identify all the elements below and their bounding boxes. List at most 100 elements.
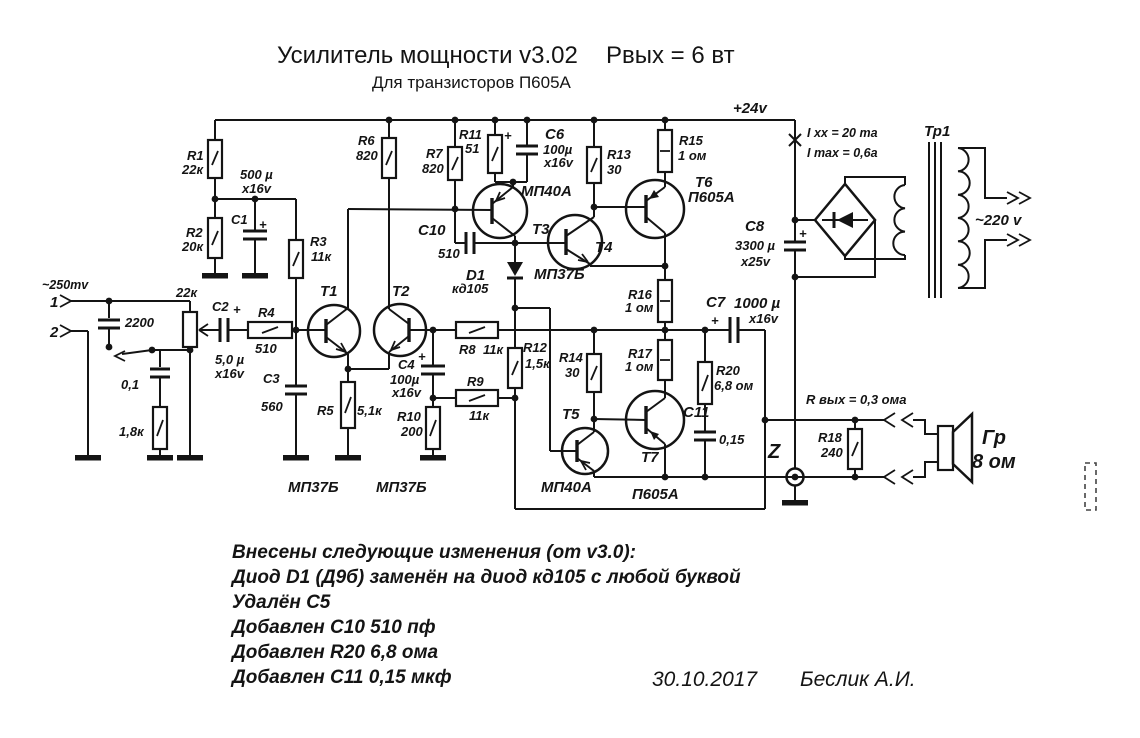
label-C2: C2 <box>212 299 229 314</box>
type-T3: МП40А <box>521 183 572 200</box>
return-connector-arrow-icon <box>882 469 896 485</box>
label-R6: R6 <box>358 133 375 148</box>
voltage-C7: x16v <box>748 311 779 326</box>
plus-C4: + <box>418 349 426 364</box>
T6-emitter-arrow-icon <box>649 190 659 199</box>
value-R14: 30 <box>565 365 580 380</box>
voltage-C6: x16v <box>543 155 574 170</box>
value-C3: 560 <box>261 399 283 414</box>
label-R1: R1 <box>187 148 204 163</box>
diode-D1: D1 кд105 <box>452 243 523 312</box>
transformer-label: Тр1 <box>924 123 950 140</box>
input-level-label: ~250mv <box>42 278 89 292</box>
transistor-T5: T5 МП40А <box>541 406 610 496</box>
note-line-6: Добавлен С11 0,15 мкф <box>230 667 452 688</box>
resistor-R5: R5 5,1к <box>317 369 383 461</box>
value-pot: 22к <box>175 285 198 300</box>
value-R11: 51 <box>465 141 479 156</box>
resistor-R2: R2 20к <box>181 216 228 279</box>
secondary-winding-icon <box>957 147 971 289</box>
label-R12: R12 <box>523 340 548 355</box>
plus-C7: + <box>711 313 719 328</box>
mains-arrow-top-icon <box>1006 191 1020 205</box>
label-T3: T3 <box>532 221 550 238</box>
value-D1: кд105 <box>452 281 489 296</box>
resistor-R4: R4 510 <box>246 305 326 356</box>
label-C7: C7 <box>706 294 726 311</box>
T4-emitter-arrow-icon <box>577 253 589 263</box>
note-line-2: Диод D1 (Д9б) заменён на диод кд105 с лю… <box>230 567 741 588</box>
input-section: ~250mv 1 2 2200 0,1 1,8к 22к <box>42 278 209 461</box>
resistor-R7: R7 820 <box>422 120 464 209</box>
mains-arrow-top2-icon <box>1018 191 1032 205</box>
T2-emitter-arrow-icon <box>390 340 401 351</box>
label-T1: T1 <box>320 283 338 300</box>
page-title: Усилитель мощности v3.02 <box>277 42 578 69</box>
max-current-label: I max = 0,6a <box>807 146 878 160</box>
label-R18: R18 <box>818 430 843 445</box>
label-D1: D1 <box>466 267 485 284</box>
label-Z: Z <box>767 441 781 463</box>
capacitor-C3: C3 560 <box>261 330 309 461</box>
voltage-C4: x16v <box>391 385 422 400</box>
dashed-margin-mark <box>1084 462 1097 511</box>
value-R6: 820 <box>356 148 378 163</box>
voltage-C1: x16v <box>241 181 272 196</box>
output-row <box>765 412 938 435</box>
note-line-3: Удалён С5 <box>232 592 331 613</box>
voltage-C8: x25v <box>740 254 771 269</box>
label-R13: R13 <box>607 147 632 162</box>
ground-point-Z: Z <box>767 441 808 506</box>
transistor-T3: T3 МП40А <box>471 182 572 247</box>
type-T2: МП37Б <box>376 479 427 496</box>
T7-emitter-arrow-icon <box>650 431 659 440</box>
resistor-R20: R20 6,8 ом <box>696 330 754 432</box>
capacitor-C8: C8 3300 µ x25v + <box>735 218 807 269</box>
speaker-impedance: 8 ом <box>972 451 1016 473</box>
label-R4: R4 <box>258 305 275 320</box>
label-C10: C10 <box>418 222 446 239</box>
label-C6: C6 <box>545 126 565 143</box>
plus-C6: + <box>504 128 512 143</box>
label-R5: R5 <box>317 403 334 418</box>
resistor-R9: R9 11к <box>433 374 515 423</box>
label-T6: T6 <box>695 174 713 191</box>
mains-arrow-bottom-icon <box>1006 233 1020 247</box>
label-R9: R9 <box>467 374 484 389</box>
transistor-T7: T7 П605А <box>593 389 686 503</box>
ground-R2 <box>202 273 228 279</box>
input-jack2-label: 2 <box>49 324 59 341</box>
capacitor-C6: + C6 100µ x16v <box>504 120 574 182</box>
resistor-R12: R12 1,5к <box>506 308 551 402</box>
plus-C8: + <box>799 226 807 241</box>
value-C11: 0,15 <box>719 432 745 447</box>
transformer-Tr1: Тр1 ~220 v <box>892 123 1032 298</box>
primary-winding-icon <box>892 184 906 256</box>
ground-R5 <box>335 455 361 461</box>
power-rail: +24v I xx = 20 ma I max = 0,6a <box>215 100 878 468</box>
label-R10: R10 <box>397 409 422 424</box>
resistor-R6: R6 820 <box>356 120 398 180</box>
page-subtitle: Для транзисторов П605А <box>372 73 572 92</box>
T5-emitter-arrow-icon <box>580 460 591 471</box>
plus-C2: + <box>233 302 241 317</box>
date-label: 30.10.2017 <box>652 668 758 691</box>
type-T4: МП37Б <box>534 266 585 283</box>
type-T5: МП40А <box>541 479 592 496</box>
value-R17: 1 ом <box>625 359 654 374</box>
label-R16: R16 <box>628 287 653 302</box>
type-T1: МП37Б <box>288 479 339 496</box>
transistor-T1: T1 <box>306 209 362 373</box>
value-R18: 240 <box>820 445 843 460</box>
idle-current-label: I xx = 20 ma <box>807 126 878 140</box>
T1-emitter-arrow-icon <box>335 342 347 353</box>
label-R3: R3 <box>310 234 327 249</box>
label-R20: R20 <box>716 363 741 378</box>
value-R5: 5,1к <box>357 403 383 418</box>
bridge-diode-icon <box>837 212 853 228</box>
value-C6: 100µ <box>543 142 573 157</box>
transistor-T2: T2 <box>348 178 456 370</box>
resistor-R17: R17 1 ом <box>625 338 674 398</box>
capacitor-C2: C2 + 5,0 µ x16v <box>199 299 248 381</box>
